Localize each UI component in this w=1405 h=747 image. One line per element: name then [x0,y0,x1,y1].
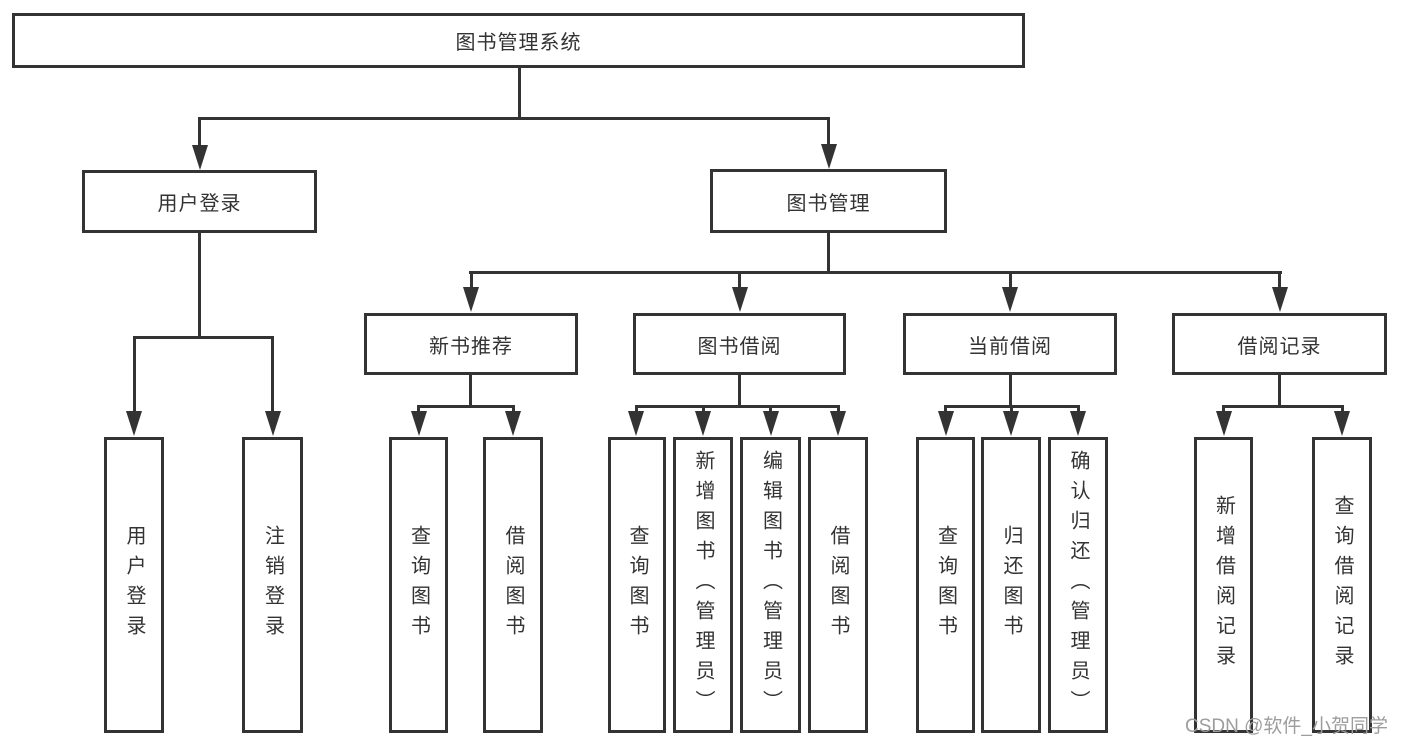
node-user-login: 用户登录 [82,170,317,233]
leaf-label: 借阅图书 [827,525,849,645]
leaf-label: 查询图书 [934,525,957,645]
leaf-borrow-books-recommend: 借阅图书 [483,437,543,733]
leaf-edit-book-admin: 编辑图书（管理员） [740,437,801,733]
node-book-management: 图书管理 [710,169,947,233]
connector-arrow [830,411,846,436]
connector-arrow [821,144,837,169]
connector-arrow [192,145,208,170]
connector-arrow [1002,287,1018,312]
node-new-book-recommend: 新书推荐 [364,313,578,375]
leaf-label: 确认归还（管理员） [1067,450,1089,720]
node-borrowing-records: 借阅记录 [1172,313,1387,375]
connector-line [469,271,1282,274]
connector-arrow [411,411,427,436]
connector-line [469,375,472,408]
connector-line [944,405,947,414]
connector-line [1341,405,1344,414]
leaf-query-books-current: 查询图书 [916,437,975,733]
leaf-label: 查询图书 [626,525,648,645]
csdn-watermark: CSDN @软件_小贺同学 [1185,716,1388,737]
leaf-label: 借阅图书 [502,525,524,645]
connector-arrow [1070,411,1086,436]
connector-arrow [763,411,779,436]
connector-line [769,405,772,414]
connector-line [198,233,201,339]
connector-line [702,405,705,414]
connector-line [133,336,274,339]
connector-line [271,336,274,413]
node-label: 图书管理系统 [455,32,582,54]
connector-line [827,233,830,274]
connector-arrow [1272,287,1288,312]
connector-line [1009,271,1012,291]
node-label: 用户登录 [157,193,242,215]
node-library-system: 图书管理系统 [12,13,1025,68]
connector-line [470,271,473,291]
leaf-label: 查询借阅记录 [1331,495,1353,675]
connector-arrow [1216,411,1232,436]
connector-line [635,405,638,414]
leaf-query-books-borrowing: 查询图书 [608,437,666,733]
connector-line [837,405,840,414]
node-book-borrowing: 图书借阅 [633,313,846,375]
connector-line [1009,375,1012,408]
leaf-user-login: 用户登录 [104,437,164,733]
connector-line [417,405,420,414]
connector-line [518,68,521,120]
connector-arrow [732,287,748,312]
leaf-confirm-return-admin: 确认归还（管理员） [1048,437,1108,733]
node-label: 图书借阅 [697,335,782,358]
connector-line [1222,405,1344,408]
leaf-query-borrow-record: 查询借阅记录 [1312,437,1372,733]
leaf-label: 注销登录 [261,525,284,645]
connector-line [635,405,840,408]
node-label: 新书推荐 [429,335,513,358]
connector-line [198,117,201,147]
connector-line [512,405,515,414]
leaf-borrow-books: 借阅图书 [808,437,868,733]
leaf-label: 编辑图书（管理员） [759,450,782,720]
leaf-return-book: 归还图书 [981,437,1041,733]
connector-line [738,375,741,408]
leaf-label: 归还图书 [1000,525,1022,645]
connector-arrow [126,411,142,436]
connector-line [417,405,515,408]
node-current-borrowing: 当前借阅 [903,313,1117,375]
leaf-add-book-admin: 新增图书（管理员） [673,437,733,733]
connector-arrow [695,411,711,436]
connector-arrow [505,411,521,436]
connector-line [738,271,741,291]
leaf-logout: 注销登录 [242,437,303,733]
connector-arrow [1003,411,1019,436]
connector-arrow [463,287,479,312]
connector-line [133,336,136,413]
connector-arrow [1334,411,1350,436]
connector-arrow [265,411,281,436]
leaf-label: 用户登录 [123,525,145,645]
node-label: 当前借阅 [968,335,1052,358]
leaf-add-borrow-record: 新增借阅记录 [1194,437,1253,733]
connector-line [1278,375,1281,408]
connector-line [1077,405,1080,414]
connector-line [1010,405,1013,414]
connector-line [1278,271,1281,291]
connector-line [827,117,830,147]
node-label: 借阅记录 [1237,335,1322,358]
node-label: 图书管理 [786,192,871,215]
leaf-label: 新增图书（管理员） [692,450,714,720]
leaf-label: 新增借阅记录 [1212,495,1235,675]
connector-line [198,117,830,120]
connector-line [1222,405,1225,414]
leaf-label: 查询图书 [407,525,430,645]
connector-arrow [628,411,644,436]
connector-arrow [938,411,954,436]
leaf-query-books-recommend: 查询图书 [389,437,448,733]
